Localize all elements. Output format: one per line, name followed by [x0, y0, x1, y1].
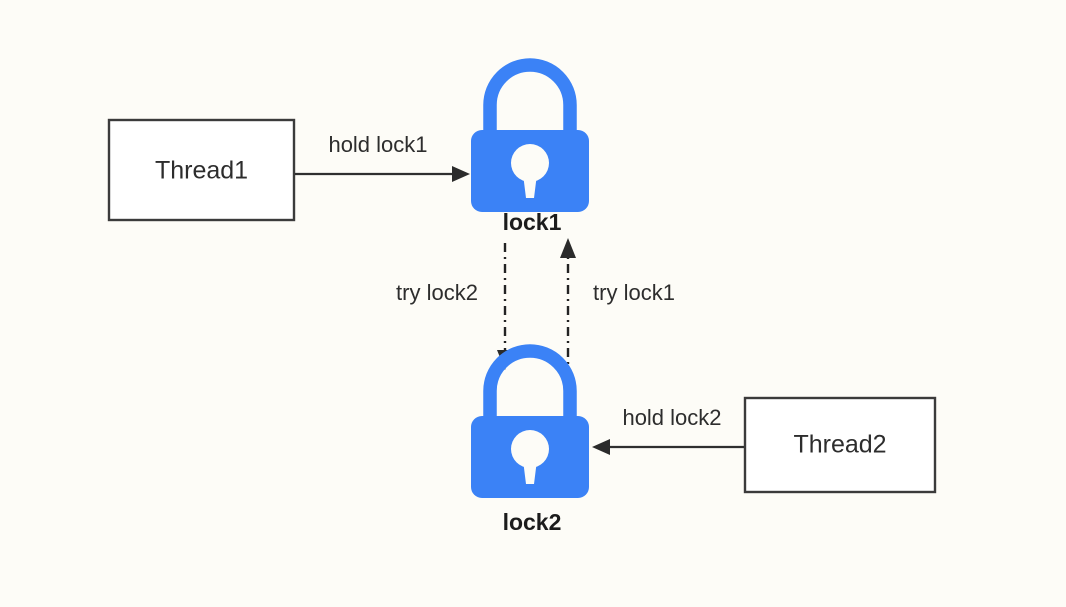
edge-hold-lock1[interactable]: hold lock1: [295, 132, 470, 182]
lock2-caption: lock2: [503, 509, 562, 535]
thread1-box[interactable]: [107, 118, 296, 222]
lock2-shackle-icon: [483, 344, 577, 422]
edge-try-lock1[interactable]: try lock1: [560, 238, 675, 378]
try-lock1-label: try lock1: [593, 280, 675, 305]
node-thread1[interactable]: Thread1: [107, 118, 296, 222]
lock1-shackle-icon: [483, 58, 577, 136]
edge-try-lock2[interactable]: try lock2: [396, 243, 513, 370]
lock2-keyhole-circle-icon: [511, 430, 549, 468]
lock2-keyhole-stem-icon: [523, 460, 537, 484]
try-lock2-label: try lock2: [396, 280, 478, 305]
lock1-keyhole-circle-icon: [511, 144, 549, 182]
thread1-label: Thread1: [155, 157, 248, 185]
thread2-box[interactable]: [743, 396, 937, 494]
try-lock1-arrowhead: [560, 238, 576, 258]
lock1-caption: lock1: [503, 209, 562, 235]
thread2-label: Thread2: [793, 431, 886, 459]
hold-lock1-arrowhead: [452, 166, 470, 182]
hold-lock2-arrowhead: [592, 439, 610, 455]
hold-lock1-label: hold lock1: [328, 132, 427, 157]
hold-lock2-label: hold lock2: [622, 405, 721, 430]
node-thread2[interactable]: Thread2: [743, 396, 937, 494]
node-lock1[interactable]: lock1: [471, 58, 589, 235]
edge-hold-lock2[interactable]: hold lock2: [592, 405, 744, 455]
node-lock2[interactable]: lock2: [471, 344, 589, 535]
lock1-keyhole-stem-icon: [523, 174, 537, 198]
